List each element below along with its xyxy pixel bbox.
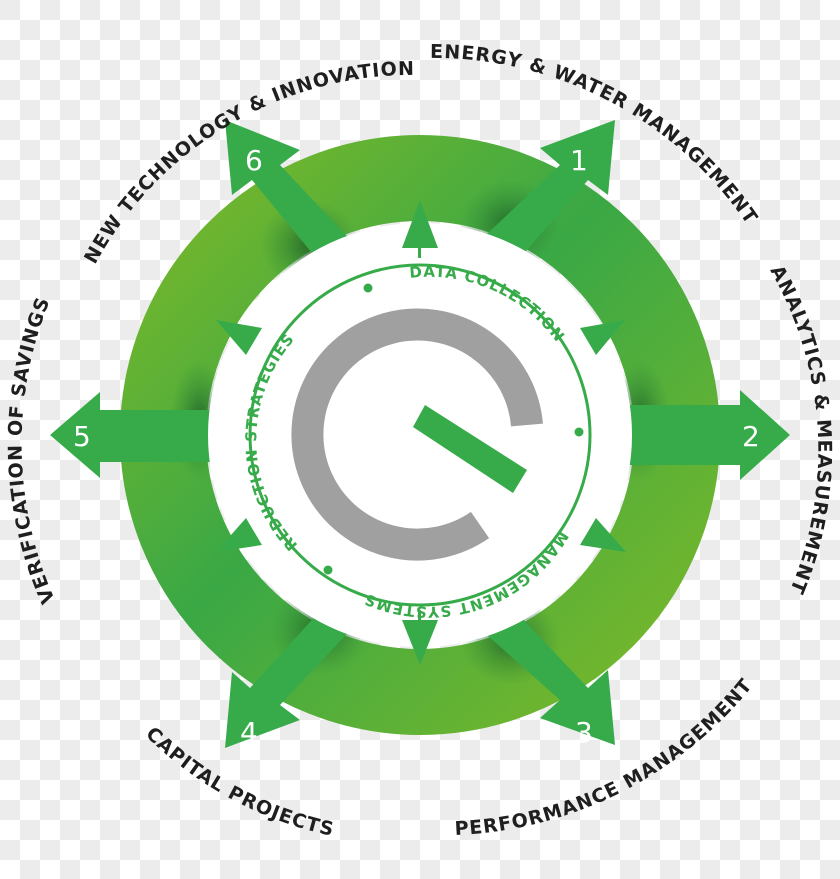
arrow-step-1: 1 bbox=[470, 120, 615, 275]
step-1-number: 1 bbox=[570, 144, 588, 177]
step-6-number: 6 bbox=[245, 144, 263, 177]
arrow-step-5: 5 bbox=[50, 392, 220, 478]
inner-disc bbox=[208, 223, 632, 647]
compass-arrows bbox=[216, 200, 626, 665]
step-2-number: 2 bbox=[742, 420, 760, 453]
label-verification: VERIFICATION OF SAVINGS bbox=[4, 294, 59, 607]
step-4-number: 4 bbox=[240, 716, 258, 749]
arrow-step-3: 3 bbox=[470, 600, 615, 749]
step-3-number: 3 bbox=[575, 716, 593, 749]
arrow-step-6: 6 bbox=[225, 120, 360, 275]
power-q-logo-icon bbox=[291, 308, 543, 561]
arrow-step-2: 2 bbox=[620, 390, 790, 480]
arrow-step-4: 4 bbox=[225, 600, 360, 749]
step-5-number: 5 bbox=[73, 420, 91, 453]
inner-circle bbox=[248, 263, 592, 607]
